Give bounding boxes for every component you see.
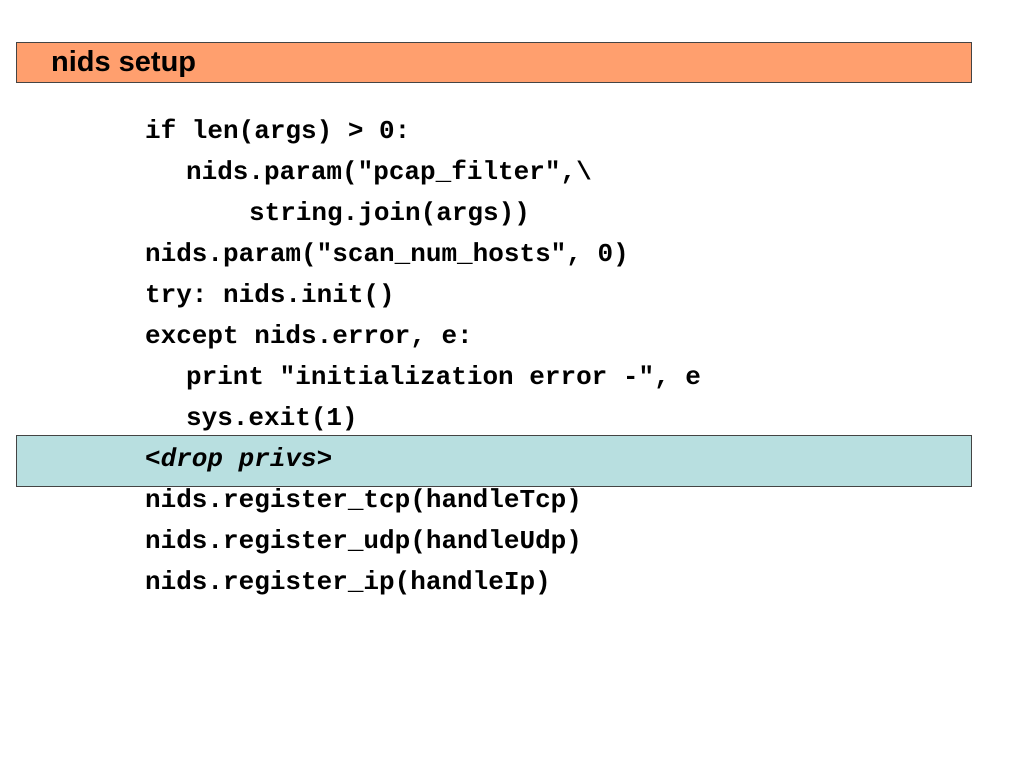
code-block: if len(args) > 0: nids.param("pcap_filte…	[145, 111, 701, 603]
code-line: nids.register_tcp(handleTcp)	[145, 485, 582, 515]
title-bar: nids setup	[16, 42, 972, 83]
code-line: except nids.error, e:	[145, 321, 473, 351]
code-line: sys.exit(1)	[186, 403, 358, 433]
code-line: nids.register_udp(handleUdp)	[145, 526, 582, 556]
code-line: if len(args) > 0:	[145, 116, 411, 146]
slide-title: nids setup	[51, 46, 197, 78]
code-line: print "initialization error -", e	[186, 362, 701, 392]
code-line: string.join(args))	[249, 198, 530, 228]
code-line: nids.register_ip(handleIp)	[145, 567, 551, 597]
highlight-band	[16, 435, 972, 487]
code-line: nids.param("scan_num_hosts", 0)	[145, 239, 629, 269]
code-line-highlighted: <drop privs>	[145, 444, 333, 474]
code-line: nids.param("pcap_filter",\	[186, 157, 592, 187]
code-line: try: nids.init()	[145, 280, 395, 310]
